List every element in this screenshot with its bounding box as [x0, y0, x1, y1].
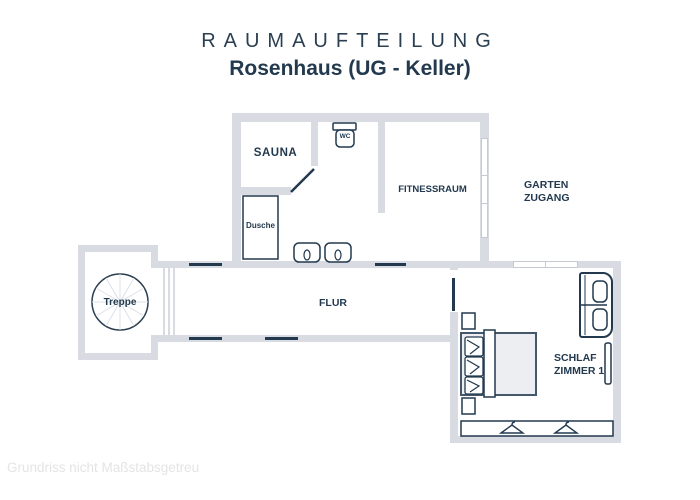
wardrobe-icon — [460, 420, 614, 437]
wall-bath-left — [232, 122, 241, 268]
bedroom-window-divider — [545, 261, 546, 268]
sauna-label: SAUNA — [253, 147, 298, 159]
garten-zugang-label: GARTEN ZUGANG — [524, 179, 570, 204]
wall-stairs-bottom — [78, 353, 158, 360]
sink-icon — [324, 242, 352, 263]
spiral-staircase-icon — [91, 273, 149, 331]
wc-label: WC — [339, 133, 351, 140]
fitness-window — [481, 138, 488, 238]
nightstand-icon — [461, 397, 476, 415]
wall-bath-fitness-divider — [378, 122, 385, 213]
treppe-label: Treppe — [103, 297, 137, 308]
door-seg-bedroom — [452, 278, 455, 311]
wall-stairs-right-upper — [151, 245, 158, 268]
wall-bedroom-right — [613, 261, 621, 443]
stairs-threshold-line — [168, 268, 170, 335]
wall-bedroom-left — [450, 261, 458, 443]
hanger-icon — [552, 421, 580, 434]
radiator-icon — [604, 342, 612, 385]
page-subtitle: Rosenhaus (UG - Keller) — [229, 57, 471, 80]
stairs-threshold-line — [173, 268, 175, 335]
hanger-icon — [498, 421, 526, 434]
door-swing-icon — [290, 168, 315, 193]
sink-icon — [293, 242, 321, 263]
wall-stairs-left — [78, 245, 85, 360]
door-seg-flur-top-left — [189, 263, 222, 266]
wall-flur-bottom — [158, 335, 458, 342]
fitnessraum-label: FITNESSRAUM — [398, 184, 467, 195]
scale-disclaimer: Grundriss nicht Maßstabsgetreu — [7, 460, 200, 475]
wall-stairs-top — [78, 245, 158, 252]
fitness-window-divider — [481, 175, 488, 176]
door-seg-flur-top-right — [375, 263, 406, 266]
schlafzimmer1-label: SCHLAF ZIMMER 1 — [554, 352, 605, 377]
toilet-icon — [332, 122, 357, 148]
wall-sauna-right — [311, 122, 318, 166]
wall-bedroom-bottom — [450, 436, 621, 443]
page-title: RAUMAUFTEILUNG — [201, 30, 499, 52]
wall-flur-top — [158, 261, 489, 268]
shower-stall-icon — [242, 195, 279, 260]
pillow-icon — [464, 336, 484, 395]
door-seg-flur-bottom-left — [189, 337, 222, 340]
bed-headboard — [483, 329, 496, 398]
wall-sauna-bottom — [240, 187, 291, 195]
sofa-icon — [579, 272, 613, 338]
nightstand-icon — [461, 312, 476, 330]
stairs-threshold-line — [163, 268, 165, 335]
double-bed-icon — [460, 329, 537, 398]
fitness-window-divider — [481, 203, 488, 204]
door-seg-flur-bottom-right — [265, 337, 298, 340]
dusche-label: Dusche — [246, 221, 275, 230]
flur-label: FLUR — [319, 297, 347, 309]
wall-top-outer — [232, 113, 489, 122]
wall-stairs-right-lower — [151, 335, 158, 360]
